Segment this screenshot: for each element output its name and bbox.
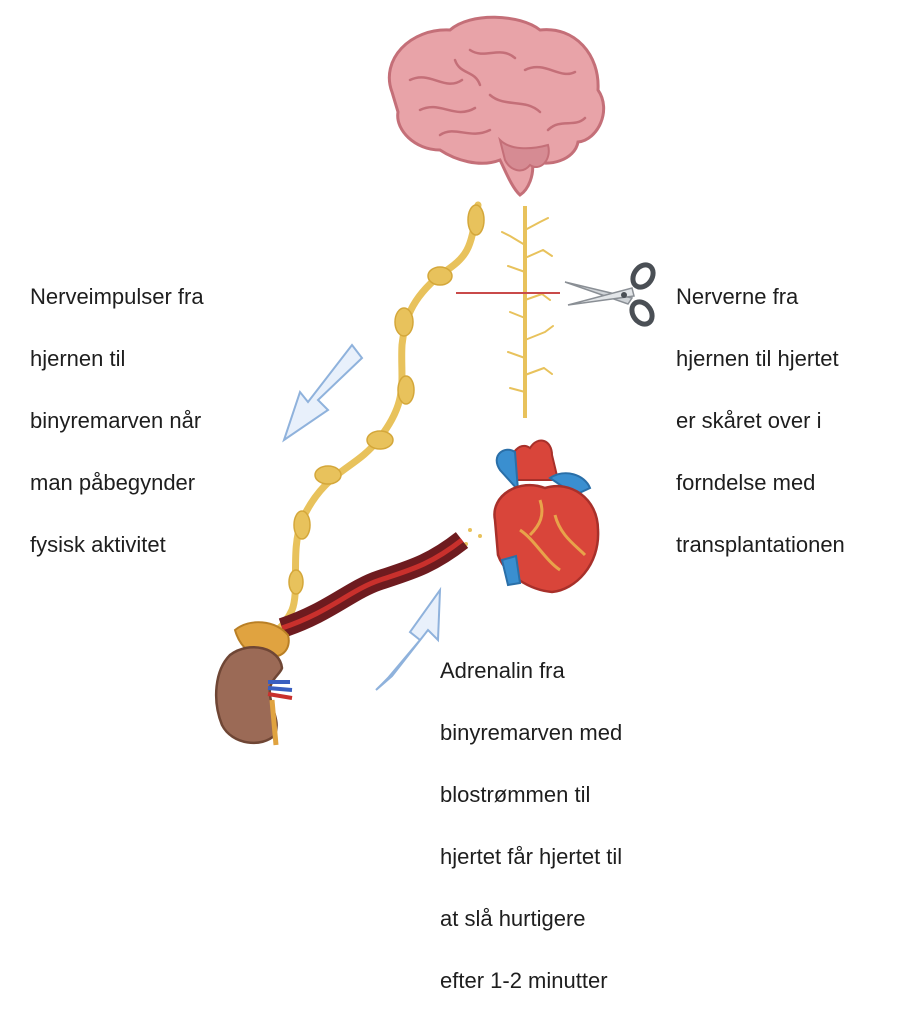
- label-line: Nerverne fra: [676, 284, 799, 309]
- diagram-canvas: [215, 15, 656, 746]
- arrow-up-right-icon: [375, 586, 442, 691]
- scissors-icon: [564, 262, 656, 327]
- nerve-chain-icon: [266, 201, 485, 639]
- label-line: fysisk aktivitet: [30, 532, 166, 557]
- label-line: Adrenalin fra: [440, 658, 565, 683]
- label-adrenaline: Adrenalin fra binyremarven med blostrømm…: [440, 624, 690, 1027]
- label-line: hjernen til: [30, 346, 126, 371]
- kidney-icon: [215, 621, 293, 746]
- blood-vessel-icon: [278, 532, 469, 638]
- brain-icon: [387, 15, 605, 197]
- arrow-down-left-icon: [282, 343, 364, 443]
- label-line: man påbegynder: [30, 470, 196, 495]
- label-nerve-impulses: Nerveimpulser fra hjernen til binyremarv…: [30, 250, 270, 591]
- label-line: er skåret over i: [676, 408, 822, 433]
- label-line: binyremarven når: [30, 408, 202, 433]
- label-line: forndelse med: [676, 470, 816, 495]
- label-line: binyremarven med: [440, 720, 623, 745]
- label-line: transplantationen: [676, 532, 845, 557]
- label-cut-nerves: Nerverne fra hjernen til hjertet er skår…: [676, 250, 906, 591]
- label-line: hjernen til hjertet: [676, 346, 839, 371]
- label-line: blostrømmen til: [440, 782, 591, 807]
- label-line: Nerveimpulser fra: [30, 284, 204, 309]
- label-line: efter 1-2 minutter: [440, 968, 608, 993]
- cut-nerve-icon: [456, 206, 560, 418]
- label-line: hjertet får hjertet til: [440, 844, 623, 869]
- label-line: at slå hurtigere: [440, 906, 586, 931]
- heart-icon: [464, 439, 600, 594]
